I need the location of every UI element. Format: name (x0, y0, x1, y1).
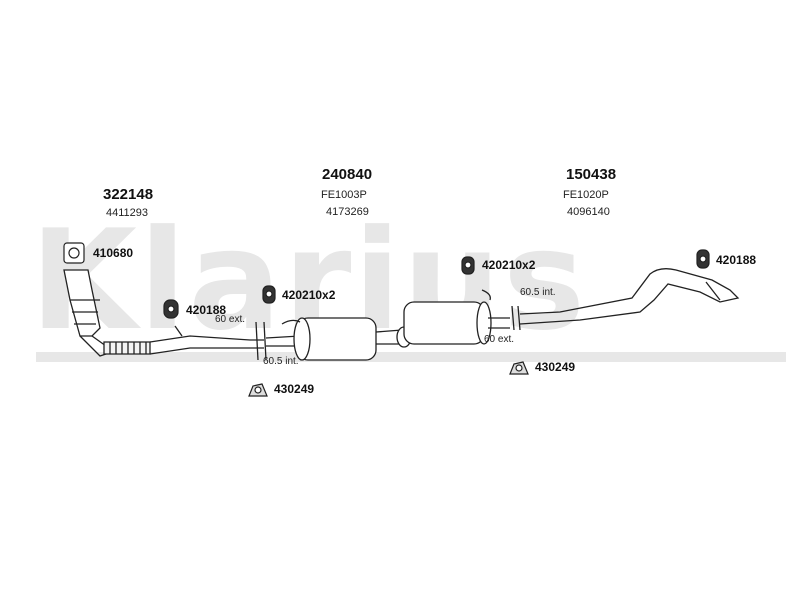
left-joint (250, 321, 267, 361)
hanger-right-label: 420188 (716, 253, 757, 267)
rear-silencer-reference: 4096140 (567, 206, 610, 218)
hanger-icon (696, 249, 710, 269)
gasket-label: 410680 (93, 246, 134, 260)
front-pipe-part-number: 322148 (103, 186, 154, 203)
middle-silencer-code: FE1003P (321, 189, 367, 201)
hanger-icon (262, 285, 276, 304)
front-pipe-catalyst (63, 269, 251, 357)
middle-silencer (265, 317, 412, 361)
left-joint-int-label: 60.5 int. (263, 356, 299, 367)
hanger-icon (461, 256, 475, 275)
middle-silencer-part-number: 240840 (322, 166, 373, 183)
watermark-underline (36, 352, 786, 362)
middle-silencer-reference: 4173269 (326, 206, 369, 218)
rear-section (403, 268, 740, 345)
clamp-icon (248, 383, 268, 397)
right-joint-ext-label: 60 ext. (484, 334, 515, 345)
rear-silencer-part-number: 150438 (566, 166, 617, 183)
rear-silencer-code: FE1020P (563, 189, 609, 201)
right-joint-int-label: 60.5 int. (520, 287, 556, 298)
front-pipe-reference: 4411293 (106, 207, 149, 219)
clamp-left-label: 430249 (274, 382, 315, 396)
hanger-left-label: 420188 (186, 303, 227, 317)
hanger-icon (163, 299, 179, 319)
left-joint-ext-label: 60 ext. (215, 314, 246, 325)
clamp-icon (509, 361, 529, 375)
gasket-icon (63, 242, 85, 264)
clamp-right-label: 430249 (535, 360, 576, 374)
hanger-center-label: 420210x2 (482, 258, 536, 272)
hanger-mid-label: 420210x2 (282, 288, 336, 302)
